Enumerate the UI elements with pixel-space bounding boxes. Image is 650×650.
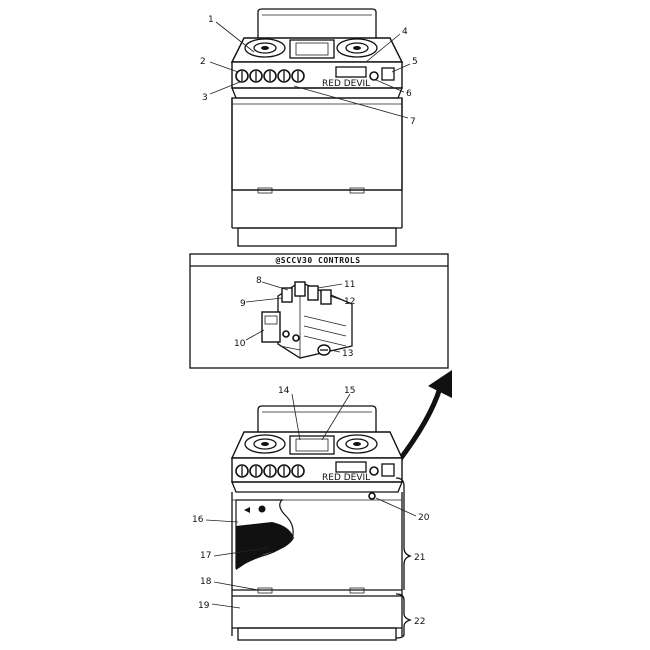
griddle-plate bbox=[289, 39, 335, 59]
callout-10: 10 bbox=[234, 339, 246, 349]
callout-11: 11 bbox=[344, 280, 355, 290]
callout-17: 17 bbox=[200, 551, 211, 561]
clock-display bbox=[335, 66, 367, 78]
left-burner-group bbox=[244, 38, 286, 58]
callout-22: 22 bbox=[414, 617, 425, 627]
callout-1: 1 bbox=[208, 15, 214, 25]
range-assembly-top: RED DEVIL 1 2 3 4 5 6 7 bbox=[200, 8, 418, 247]
callout-21: 21 bbox=[414, 553, 425, 563]
inset-title: @SCCV30 CONTROLS bbox=[275, 256, 360, 265]
callout-6: 6 bbox=[406, 89, 412, 99]
callout-20: 20 bbox=[418, 513, 430, 523]
callout-14: 14 bbox=[278, 386, 290, 396]
callout-9: 9 bbox=[240, 299, 246, 309]
range-assembly-bottom: RED DEVIL 14 15 16 bbox=[192, 386, 430, 641]
controls-inset-panel: @SCCV30 CONTROLS 8 11 9 12 10 13 bbox=[189, 253, 449, 369]
callout-12: 12 bbox=[344, 297, 355, 307]
callout-4: 4 bbox=[402, 27, 408, 37]
brand-plate-bottom: RED DEVIL bbox=[322, 473, 370, 483]
callout-18: 18 bbox=[200, 577, 212, 587]
callout-3: 3 bbox=[202, 93, 208, 103]
callout-8: 8 bbox=[256, 276, 262, 286]
control-knob-row bbox=[235, 69, 305, 83]
door-insulation bbox=[236, 522, 294, 570]
callout-16: 16 bbox=[192, 515, 204, 525]
callout-13: 13 bbox=[342, 349, 353, 359]
callout-2: 2 bbox=[200, 57, 206, 67]
curved-arrow bbox=[396, 370, 452, 464]
callout-15: 15 bbox=[344, 386, 355, 396]
callout-19: 19 bbox=[198, 601, 210, 611]
right-burner-group bbox=[336, 38, 378, 58]
callout-5: 5 bbox=[412, 57, 418, 67]
brand-plate-top: RED DEVIL bbox=[322, 79, 370, 89]
callout-7: 7 bbox=[410, 117, 416, 127]
griddle-plate-lower bbox=[289, 435, 335, 455]
